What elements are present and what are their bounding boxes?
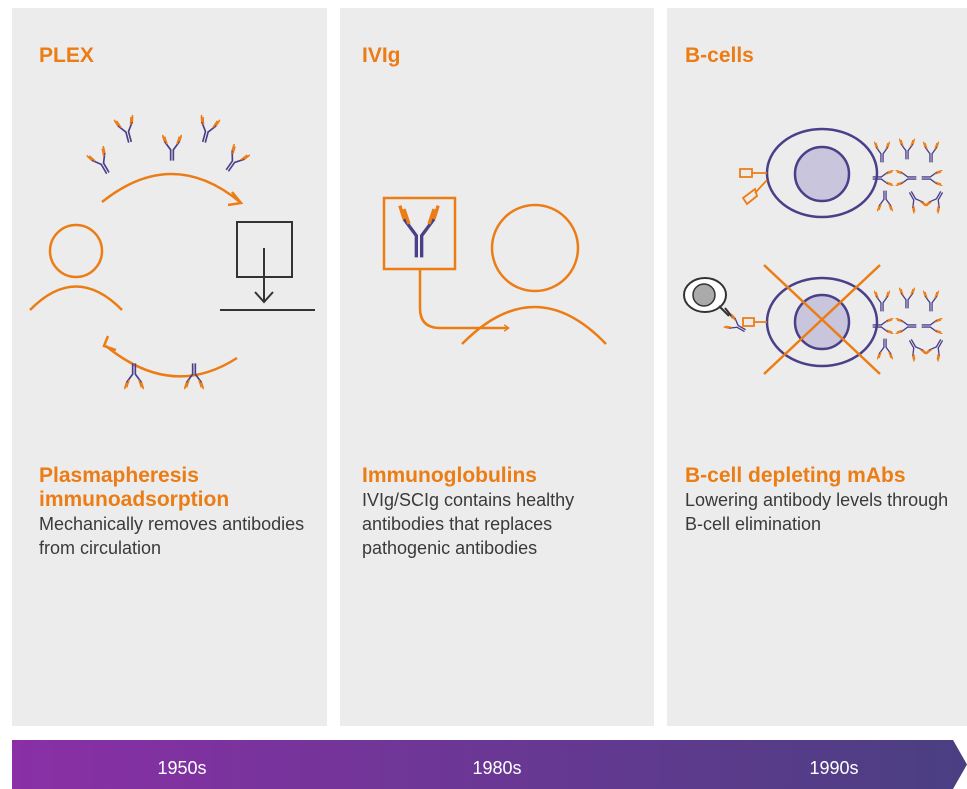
timeline-era-1950s: 1950s [157,758,207,778]
treatment-heading: Immunoglobulins [362,464,537,487]
panel-title: PLEX [39,44,94,67]
panel-plex: PLEX Plasmaphere [12,8,327,726]
infusion-arrow-icon [418,269,508,328]
timeline-arrow [12,740,967,789]
depleted-b-cell-icon [742,264,881,375]
b-cell-icon [739,127,879,219]
bcell-illustration [683,127,949,375]
treatment-heading: Plasmapheresis immunoadsorption [39,464,230,511]
treatment-description: Mechanically removes antibodies from cir… [39,514,305,558]
ivig-illustration [382,196,607,345]
antibody-cluster-icon [872,287,949,363]
person-icon [29,223,123,311]
panel-title: IVIg [362,44,401,67]
panel-bcells: B-cells [667,8,967,726]
antibody-box-icon [382,196,457,271]
treatment-description: IVIg/SCIg contains healthy antibodies th… [362,490,575,558]
person-icon [461,203,607,345]
plex-illustration [29,114,315,390]
timeline-era-1980s: 1980s [472,758,522,778]
treatment-heading: B-cell depleting mAbs [685,464,906,487]
treatment-description: Lowering antibody levels through B-cell … [685,490,949,534]
timeline-era-1990s: 1990s [809,758,859,778]
panel-ivig: IVIg Immunoglobulins IVIg/SCIg contains … [340,8,654,726]
circulation-arrow-icon [101,172,244,378]
antibody-cluster-icon [872,138,949,215]
filter-device-icon [220,221,315,311]
panel-title: B-cells [685,44,754,67]
effector-cell-icon [683,277,750,338]
